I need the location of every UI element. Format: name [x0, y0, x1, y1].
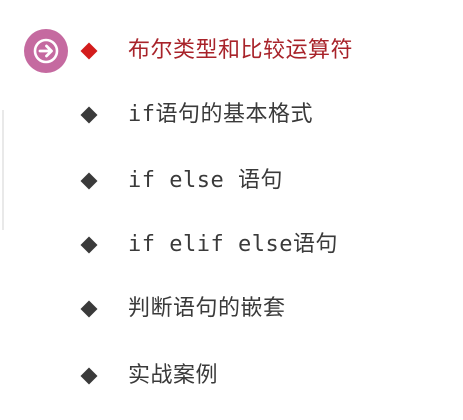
diamond-bullet-icon	[80, 367, 98, 385]
diamond-bullet-icon	[80, 172, 98, 190]
diamond-bullet-icon	[80, 300, 98, 318]
toc-item-label: 判断语句的嵌套	[128, 296, 286, 321]
toc-item-boolean[interactable]: 布尔类型和比较运算符	[0, 29, 463, 73]
toc-item-practice[interactable]: 实战案例	[0, 357, 463, 397]
arrow-right-icon	[24, 29, 68, 73]
toc-item-nested[interactable]: 判断语句的嵌套	[0, 290, 463, 330]
diamond-bullet-icon	[80, 42, 98, 60]
diamond-bullet-icon	[80, 106, 98, 124]
toc-item-label: 实战案例	[128, 363, 219, 388]
diamond-bullet-icon	[80, 236, 98, 254]
toc-item-if-basic[interactable]: if语句的基本格式	[0, 96, 463, 136]
toc-item-label: if elif else语句	[128, 232, 338, 257]
toc-item-label: 布尔类型和比较运算符	[128, 38, 354, 63]
left-edge-divider	[2, 110, 4, 230]
toc-item-if-else[interactable]: if else 语句	[0, 162, 463, 202]
toc-item-if-elif-else[interactable]: if elif else语句	[0, 226, 463, 266]
toc-item-label: if语句的基本格式	[128, 102, 313, 127]
toc-item-label: if else 语句	[128, 168, 283, 193]
